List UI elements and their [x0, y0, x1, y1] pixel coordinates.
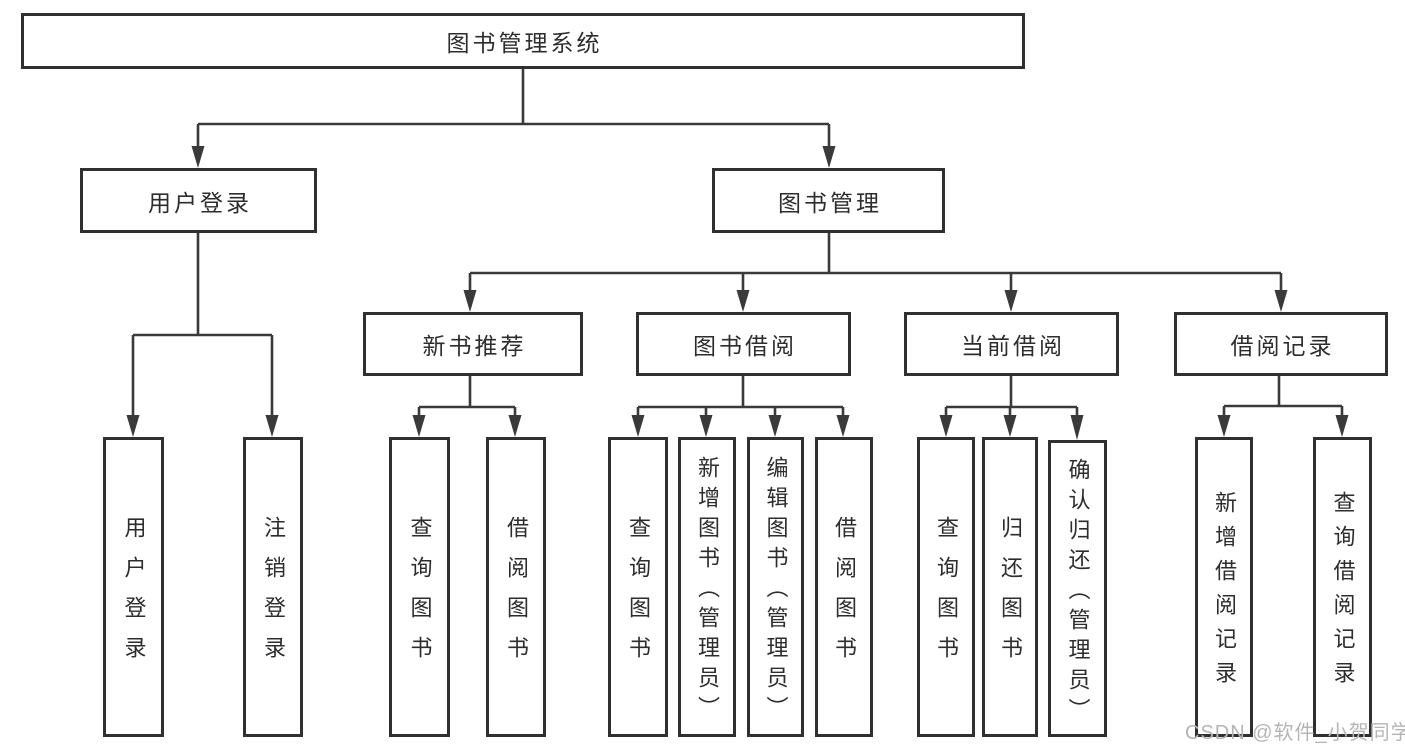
node-label: 图书借阅	[693, 333, 797, 359]
node-label: 用户登录	[148, 189, 252, 216]
leaf-label: 借阅图书	[504, 516, 529, 676]
node-label: 图书管理系统	[446, 30, 603, 56]
leaf-label: 查询图书	[626, 516, 651, 676]
leaf-label: 新增图书（管理员）	[695, 456, 720, 726]
node-book-borrowing: 图书借阅	[636, 312, 851, 376]
leaf-logout: 注销登录	[243, 437, 303, 737]
leaf-label: 查询借阅记录	[1330, 491, 1356, 695]
node-user-login: 用户登录	[80, 168, 317, 233]
node-label: 图书管理	[778, 189, 882, 216]
leaf-label: 归还图书	[998, 516, 1023, 676]
leaf-label: 查询图书	[407, 516, 433, 676]
node-label: 当前借阅	[961, 333, 1065, 359]
leaf-borrow-books-2: 借阅图书	[815, 437, 873, 737]
leaf-query-books-3: 查询图书	[917, 437, 975, 737]
node-new-book-recommend: 新书推荐	[363, 312, 583, 376]
node-current-borrowing: 当前借阅	[904, 312, 1119, 376]
leaf-borrow-books-1: 借阅图书	[486, 437, 546, 737]
leaf-user-login: 用户登录	[103, 437, 164, 737]
leaf-query-books-2: 查询图书	[608, 437, 668, 737]
leaf-add-borrow-record: 新增借阅记录	[1195, 437, 1253, 737]
leaf-label: 借阅图书	[832, 516, 857, 676]
watermark: CSDN @软件_小贺同学	[1185, 722, 1405, 744]
node-label: 新书推荐	[422, 333, 527, 359]
leaf-return-books: 归还图书	[982, 437, 1038, 737]
leaf-label: 确认归还（管理员）	[1065, 457, 1091, 728]
leaf-label: 查询图书	[934, 516, 959, 676]
node-borrow-records: 借阅记录	[1174, 312, 1388, 376]
leaf-label: 新增借阅记录	[1212, 491, 1237, 695]
leaf-query-books-1: 查询图书	[389, 437, 450, 737]
leaf-query-borrow-record: 查询借阅记录	[1313, 437, 1372, 737]
node-library-management-system: 图书管理系统	[21, 13, 1025, 69]
node-label: 借阅记录	[1230, 333, 1335, 359]
leaf-confirm-return-admin: 确认归还（管理员）	[1048, 440, 1107, 737]
leaf-label: 注销登录	[261, 516, 286, 676]
leaf-edit-books-admin: 编辑图书（管理员）	[747, 437, 804, 737]
leaf-label: 编辑图书（管理员）	[763, 456, 789, 726]
leaf-add-books-admin: 新增图书（管理员）	[678, 437, 736, 737]
leaf-label: 用户登录	[121, 516, 147, 676]
node-book-management: 图书管理	[712, 168, 945, 233]
